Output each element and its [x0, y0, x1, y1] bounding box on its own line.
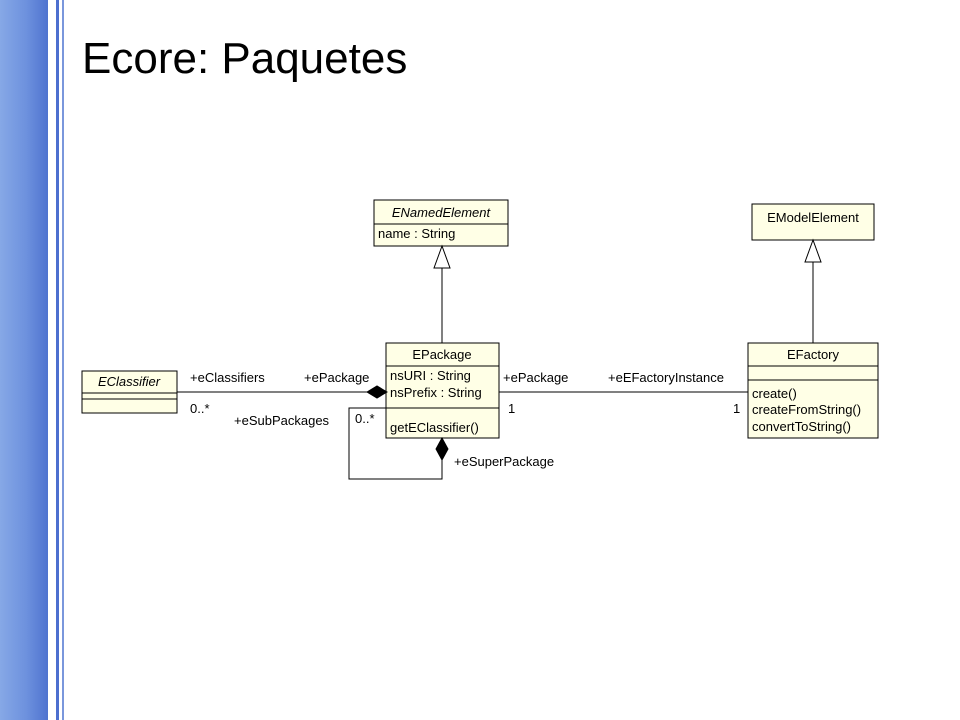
- class-name: EClassifier: [98, 374, 161, 389]
- side-line-decoration: [56, 0, 59, 720]
- association-line: [348, 407, 443, 480]
- class-operation: convertToString(): [752, 419, 851, 434]
- class-operation: create(): [752, 386, 797, 401]
- inheritance-triangle-icon: [433, 244, 451, 269]
- class-attribute: nsURI : String: [390, 368, 471, 383]
- class-eclassifier: EClassifier: [81, 370, 178, 414]
- class-box: [751, 203, 875, 241]
- association-efactory-instance: +ePackage +eEFactoryInstance 1 1: [499, 370, 748, 416]
- multiplicity-label: 0..*: [190, 401, 210, 416]
- class-name: EFactory: [787, 347, 840, 362]
- class-box: [385, 342, 500, 439]
- class-name: ENamedElement: [392, 205, 492, 220]
- composition-diamond-icon: [435, 436, 449, 462]
- side-bar-decoration: [0, 0, 48, 720]
- class-operation: createFromString(): [752, 402, 861, 417]
- class-box: [747, 342, 879, 439]
- composition-diamond-icon: [366, 385, 388, 399]
- class-box: [373, 199, 509, 247]
- association-esubpackages: +eSubPackages 0..* +eSuperPackage: [234, 407, 554, 480]
- class-emodel-element: EModelElement: [751, 203, 875, 241]
- role-label: +eEFactoryInstance: [608, 370, 724, 385]
- generalization-epackage-enamed-element: [433, 244, 451, 343]
- role-label: +eClassifiers: [190, 370, 265, 385]
- class-operation: getEClassifier(): [390, 420, 479, 435]
- generalization-efactory-emodel-element: [804, 238, 822, 343]
- role-label: +ePackage: [304, 370, 369, 385]
- association-eclassifiers: +eClassifiers +ePackage 0..*: [177, 370, 388, 416]
- multiplicity-label: 1: [733, 401, 740, 416]
- role-label: +eSuperPackage: [454, 454, 554, 469]
- multiplicity-label: 0..*: [355, 411, 375, 426]
- multiplicity-label: 1: [508, 401, 515, 416]
- class-epackage: EPackage nsURI : String nsPrefix : Strin…: [385, 342, 500, 439]
- role-label: +ePackage: [503, 370, 568, 385]
- class-attribute: name : String: [378, 226, 455, 241]
- side-line-decoration-thin: [62, 0, 64, 720]
- inheritance-triangle-icon: [804, 238, 822, 263]
- class-name: EPackage: [412, 347, 471, 362]
- class-attribute: nsPrefix : String: [390, 385, 482, 400]
- class-enamed-element: ENamedElement name : String: [373, 199, 509, 247]
- role-label: +eSubPackages: [234, 413, 330, 428]
- slide-title: Ecore: Paquetes: [82, 34, 408, 83]
- class-efactory: EFactory create() createFromString() con…: [747, 342, 879, 439]
- class-name: EModelElement: [767, 210, 859, 225]
